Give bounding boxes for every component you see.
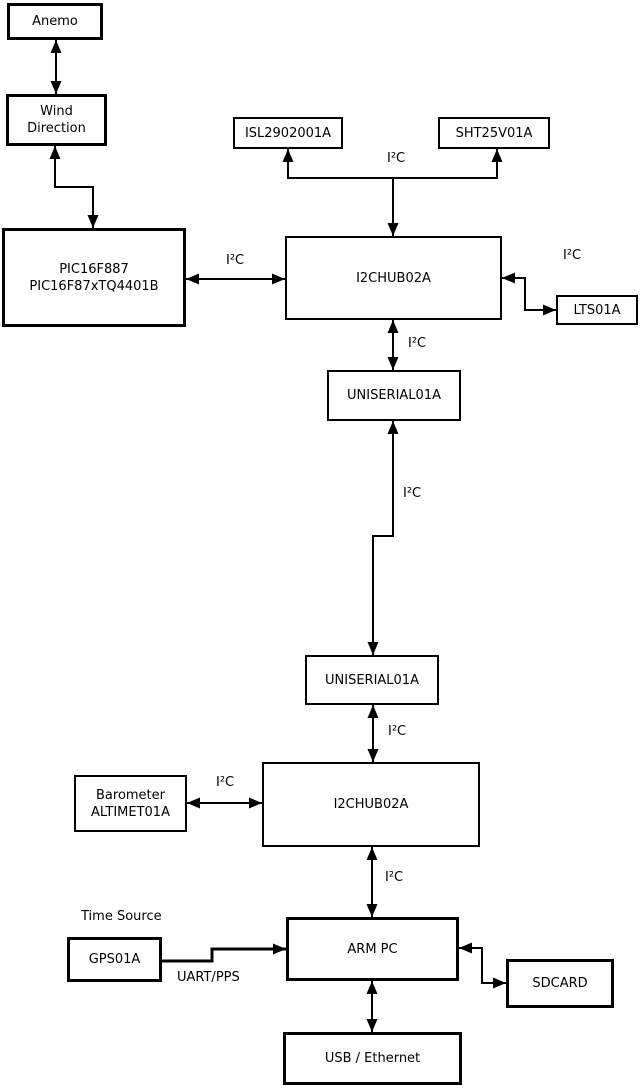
node-pic-mcu-label-2: PIC16F87xTQ4401B (29, 278, 159, 294)
node-sht-sensor-label: SHT25V01A (455, 125, 533, 141)
node-barometer: Barometer ALTIMET01A (74, 775, 187, 832)
edge-label-i2c-uniser2-hub2: I²C (388, 724, 407, 739)
node-i2c-hub-1-label: I2CHUB02A (356, 270, 431, 286)
edge-label-uart-pps: UART/PPS (177, 970, 240, 985)
node-anemo-label: Anemo (32, 14, 78, 29)
node-gps: GPS01A (67, 937, 162, 982)
edge-label-i2c-uniser1-uniser2: I²C (403, 486, 422, 501)
edge-label-i2c-pic-hub1: I²C (226, 253, 245, 268)
node-sdcard-label: SDCARD (532, 976, 588, 991)
node-pic-mcu: PIC16F887 PIC16F87xTQ4401B (2, 228, 186, 327)
edge-label-time-source: Time Source (81, 909, 162, 924)
node-uniserial-1-label: UNISERIAL01A (347, 388, 441, 403)
edge-uniserial1-uniserial2 (367, 421, 399, 655)
node-wind-direction-label-2: Direction (27, 121, 86, 136)
node-wind-direction-label-1: Wind (40, 104, 73, 119)
node-sdcard: SDCARD (506, 959, 614, 1008)
edge-gps-armpc (162, 943, 286, 963)
node-isl-sensor: ISL2902001A (233, 117, 343, 149)
node-usb-ethernet-label: USB / Ethernet (324, 1051, 421, 1066)
node-gps-label: GPS01A (88, 952, 141, 967)
node-uniserial-2: UNISERIAL01A (305, 655, 439, 705)
node-i2c-hub-2: I2CHUB02A (262, 762, 480, 847)
node-uniserial-1: UNISERIAL01A (327, 370, 461, 421)
edge-label-i2c-hub1-uniser1: I²C (408, 336, 427, 351)
node-lts-sensor: LTS01A (556, 295, 638, 325)
node-barometer-label-2: ALTIMET01A (91, 804, 170, 820)
node-lts-sensor-label: LTS01A (573, 302, 621, 318)
node-usb-ethernet: USB / Ethernet (283, 1032, 462, 1085)
node-i2c-hub-1: I2CHUB02A (285, 236, 502, 320)
node-anemo: Anemo (7, 3, 103, 40)
edge-label-i2c-hub2-armpc: I²C (385, 870, 404, 885)
edge-hub1-lts (502, 272, 556, 316)
node-barometer-label-1: Barometer (96, 787, 165, 803)
node-uniserial-2-label: UNISERIAL01A (325, 672, 419, 688)
edge-label-i2c-sensors-bus: I²C (387, 151, 406, 166)
node-i2c-hub-2-label: I2CHUB02A (333, 797, 409, 812)
edge-label-i2c-hub1-lts: I²C (563, 248, 582, 263)
edge-armpc-sdcard (459, 942, 506, 989)
edge-wind-pic (49, 146, 99, 228)
node-sht-sensor: SHT25V01A (438, 117, 550, 149)
node-arm-pc-label: ARM PC (347, 941, 398, 957)
node-wind-direction: Wind Direction (6, 94, 107, 146)
node-arm-pc: ARM PC (286, 917, 459, 981)
node-isl-sensor-label: ISL2902001A (244, 125, 332, 141)
edge-label-i2c-baro-hub2: I²C (216, 775, 235, 790)
node-pic-mcu-label-1: PIC16F887 (59, 261, 129, 277)
